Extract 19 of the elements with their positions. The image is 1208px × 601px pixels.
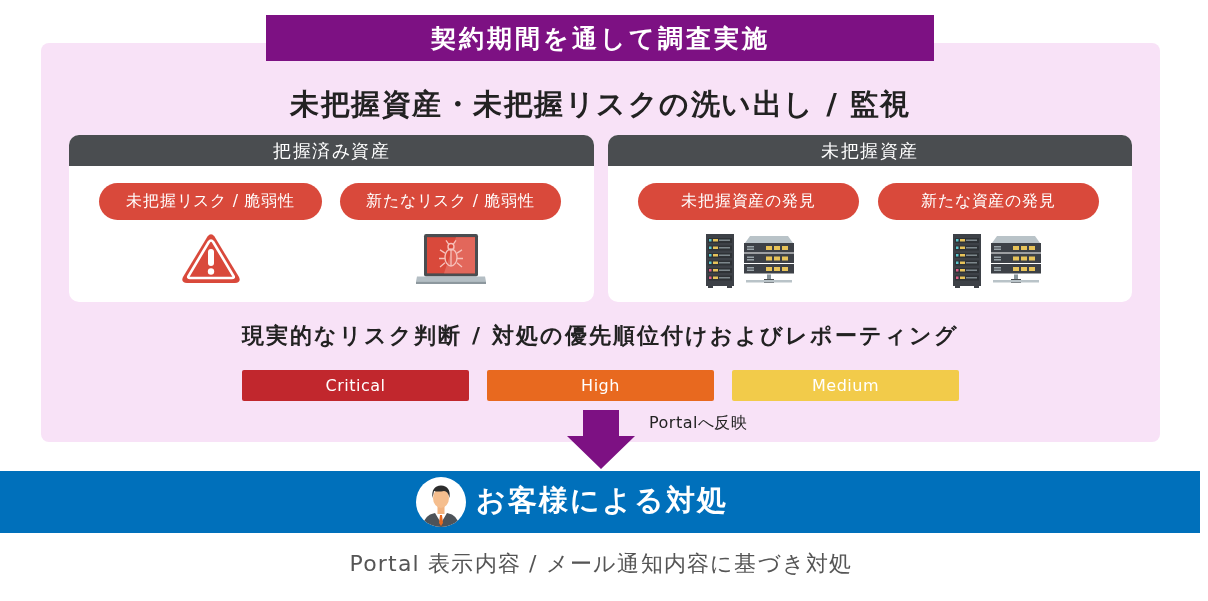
edge-label: Portalへ反映 — [649, 413, 748, 433]
finding-pill: 新たなリスク / 脆弱性 — [340, 183, 561, 220]
finding-pill: 新たな資産の発見 — [878, 183, 1099, 220]
banner-caption: Portal 表示内容 / メール通知内容に基づき対処 — [349, 551, 853, 578]
banner-title: お客様による対処 — [476, 483, 728, 518]
panel-heading: 未把握資産・未把握リスクの洗い出し / 監視 — [290, 87, 911, 122]
card-header: 未把握資産 — [608, 135, 1132, 166]
panel-heading: 現実的なリスク判断 / 対処の優先順位付けおよびレポーティング — [242, 323, 959, 350]
arrow — [567, 410, 635, 469]
card-header: 把握済み資産 — [69, 135, 594, 166]
asset-card — [608, 135, 1132, 302]
action-banner — [0, 471, 1200, 533]
severity-bar: High — [487, 370, 714, 401]
severity-bar: Medium — [732, 370, 959, 401]
title-banner: 契約期間を通して調査実施 — [266, 15, 934, 61]
severity-bar: Critical — [242, 370, 469, 401]
finding-pill: 未把握資産の発見 — [638, 183, 859, 220]
asset-card — [69, 135, 594, 302]
finding-pill: 未把握リスク / 脆弱性 — [99, 183, 322, 220]
